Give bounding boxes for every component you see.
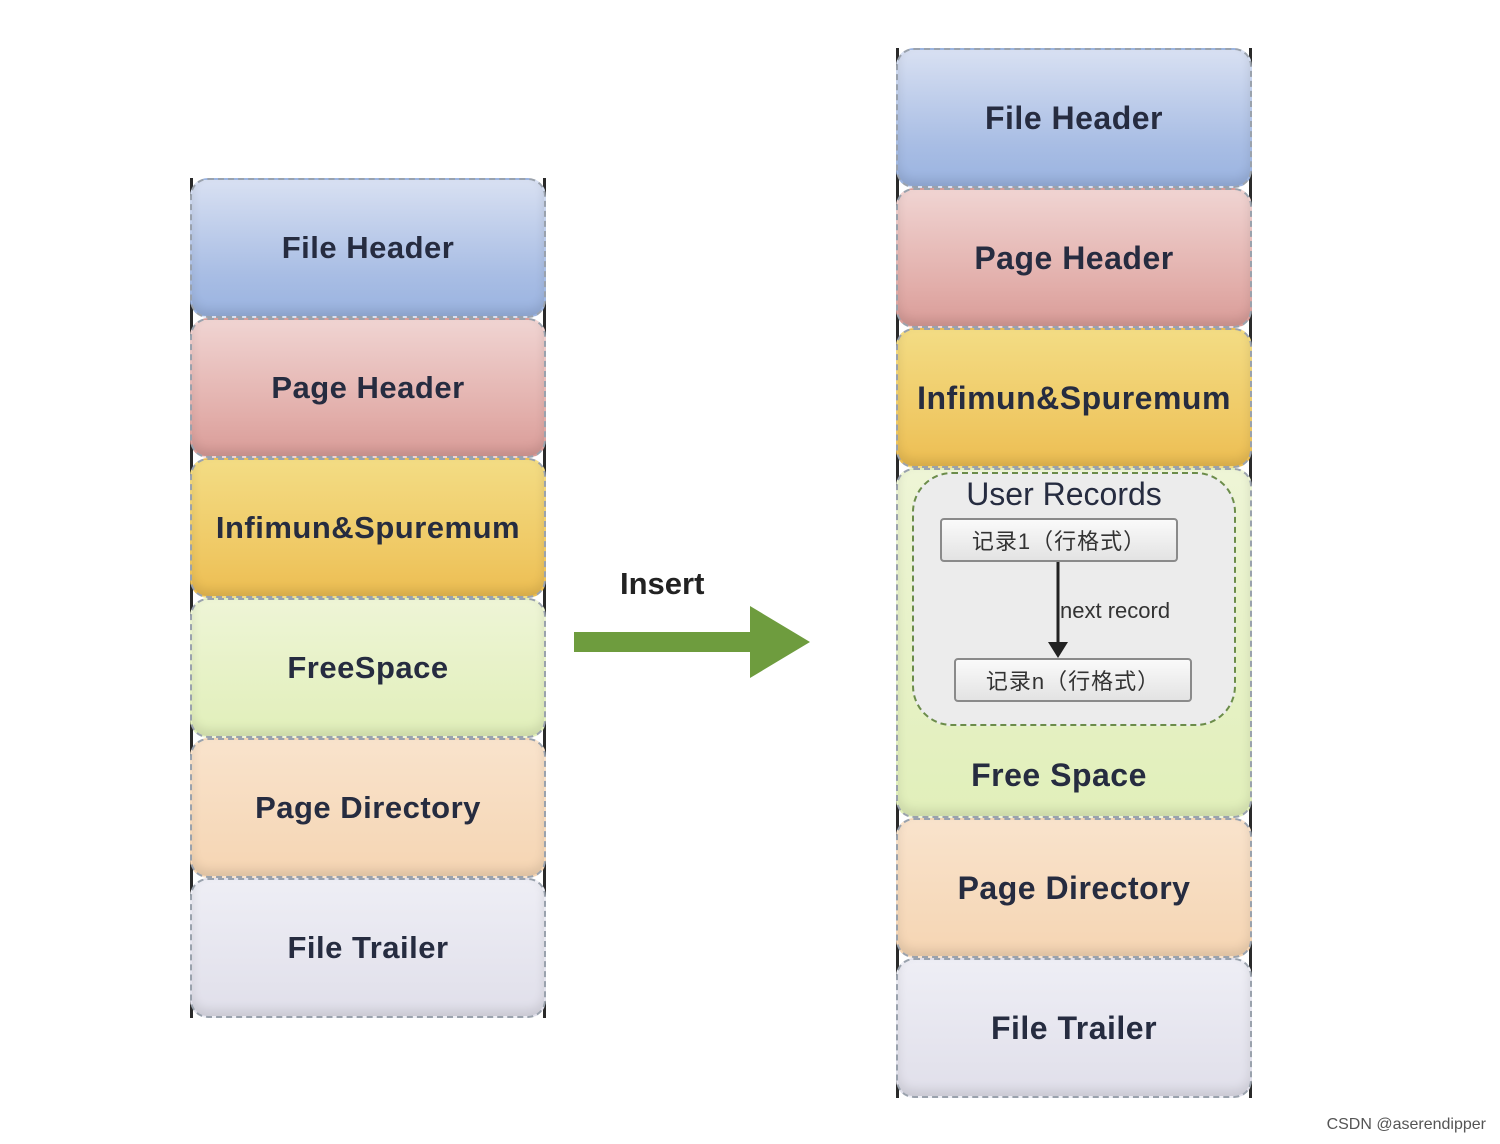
record-1: 记录1（行格式） [940, 518, 1178, 562]
file-header-block: File Header [896, 48, 1252, 188]
file-trailer-block: File Trailer [190, 878, 546, 1018]
page-directory-label: Page Directory [255, 790, 481, 825]
page-structure-after: File Header Page Header Infimun&Spuremum… [896, 48, 1252, 1098]
infimum-supremum-label: Infimun&Spuremum [215, 510, 521, 545]
file-trailer-block: File Trailer [896, 958, 1252, 1098]
page-directory-block: Page Directory [190, 738, 546, 878]
infimum-supremum-block: Infimun&Spuremum [190, 458, 546, 598]
user-records-title: User Records [966, 476, 1162, 512]
right-rail [543, 178, 546, 1018]
file-trailer-label: File Trailer [990, 1009, 1158, 1046]
watermark-text: CSDN @aserendipper [1326, 1116, 1486, 1133]
file-header-block: File Header [190, 178, 546, 318]
free-space-block: FreeSpace [190, 598, 546, 738]
free-space-label: Free Space [971, 757, 1147, 793]
page-header-label: Page Header [974, 239, 1174, 276]
next-record-label: next record [1060, 598, 1171, 623]
insert-arrow-icon [574, 606, 810, 678]
page-header-block: Page Header [190, 318, 546, 458]
file-header-label: File Header [281, 230, 455, 265]
left-rail [190, 178, 193, 1018]
file-trailer-label: File Trailer [287, 930, 449, 965]
page-structure-before: File Header Page Header Infimun&Spuremum… [190, 178, 546, 1018]
free-space-label: FreeSpace [287, 650, 449, 685]
infimum-supremum-label: Infimun&Spuremum [917, 379, 1231, 416]
user-records-region: User Records 记录1（行格式） next record 记录n（行格… [912, 472, 1236, 726]
file-header-label: File Header [984, 99, 1163, 136]
page-header-label: Page Header [271, 370, 465, 405]
page-header-block: Page Header [896, 188, 1252, 328]
page-directory-block: Page Directory [896, 818, 1252, 958]
insert-label: Insert [620, 566, 705, 601]
page-directory-label: Page Directory [957, 869, 1191, 906]
infimum-supremum-block: Infimun&Spuremum [896, 328, 1252, 468]
record-n: 记录n（行格式） [954, 658, 1192, 702]
next-record-arrow-icon [1048, 562, 1068, 658]
